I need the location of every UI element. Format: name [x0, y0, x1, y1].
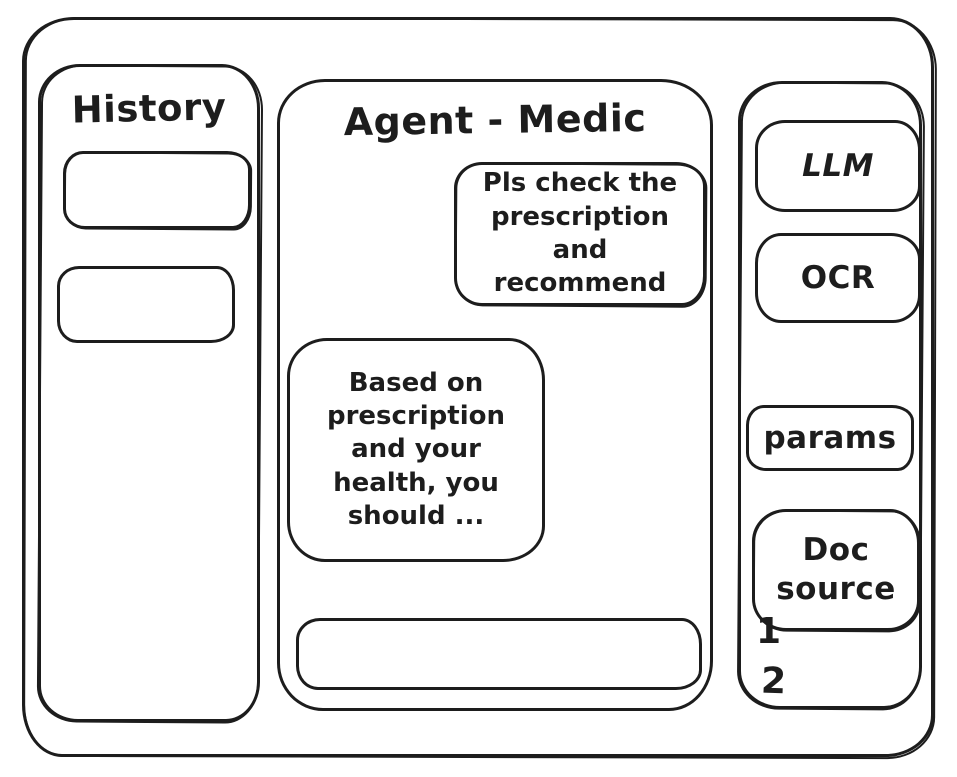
llm-button[interactable]: LLM	[755, 120, 921, 212]
doc-source-button-label: Doc source	[776, 532, 896, 607]
params-button-label: params	[763, 419, 897, 456]
user-message-bubble: Pls check the prescription and recommend	[454, 162, 706, 306]
doc-source-item[interactable]: 1	[756, 611, 782, 652]
history-item[interactable]	[57, 266, 235, 343]
doc-source-item[interactable]: 2	[760, 660, 788, 703]
user-message-text: Pls check the prescription and recommend	[482, 168, 678, 299]
params-button[interactable]: params	[746, 405, 914, 471]
chat-panel: Agent - Medic Pls check the prescription…	[277, 79, 713, 711]
llm-button-label: LLM	[802, 147, 874, 184]
tools-sidebar: LLM OCR params Doc source 1 2	[738, 81, 922, 709]
doc-source-button[interactable]: Doc source	[752, 509, 920, 631]
chat-title: Agent - Medic	[343, 95, 647, 145]
history-item[interactable]	[63, 151, 251, 229]
assistant-message-bubble: Based on prescription and your health, y…	[287, 338, 545, 562]
history-title: History	[71, 85, 227, 132]
ocr-button[interactable]: OCR	[755, 233, 921, 323]
chat-input[interactable]	[296, 618, 702, 690]
ocr-button-label: OCR	[800, 259, 876, 296]
history-sidebar: History	[38, 64, 260, 722]
assistant-message-text: Based on prescription and your health, y…	[326, 367, 505, 531]
